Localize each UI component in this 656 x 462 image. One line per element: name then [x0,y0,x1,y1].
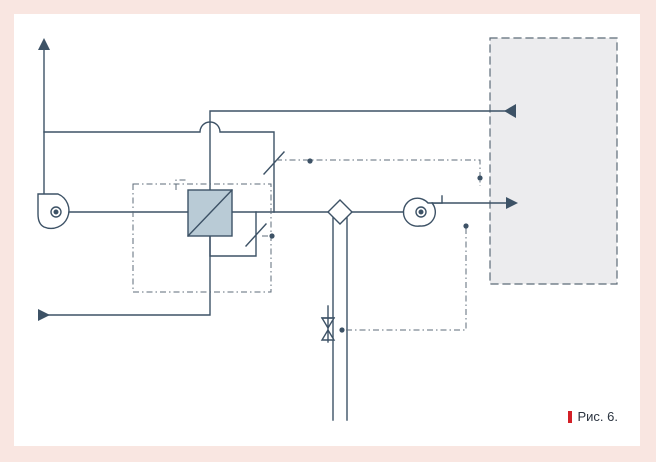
figure-caption-text: Рис. 6. [577,409,619,424]
exhaust-fan-icon [37,193,70,230]
sensor-dot [269,233,275,239]
room-zone [489,37,618,285]
room-return-duct [209,110,509,213]
caption-marker [567,410,572,423]
recirculation-damper-icon [245,223,267,247]
exhaust-outlet-arrow [38,38,50,195]
sensor-dot [477,175,483,181]
outdoor-inlet-arrow [38,309,50,321]
outdoor-air-duct [47,235,211,316]
supply-fan-icon [402,195,443,227]
control-line-recirc [175,179,186,190]
sensor-dot [307,158,313,164]
supply-outlet-arrow [506,197,518,209]
bypass-damper-icon [263,151,285,175]
figure-caption: Рис. 6. [567,409,619,424]
sensor-dot [339,327,345,333]
control-line-bypass [276,159,481,186]
sensor-dot [463,223,469,229]
control-line-supply [344,228,467,331]
control-valve-icon [320,305,336,343]
return-inlet-arrow [504,104,516,118]
return-air-duct [43,121,275,213]
heating-coil-icon [327,199,353,421]
heat-exchanger-icon [187,189,233,237]
